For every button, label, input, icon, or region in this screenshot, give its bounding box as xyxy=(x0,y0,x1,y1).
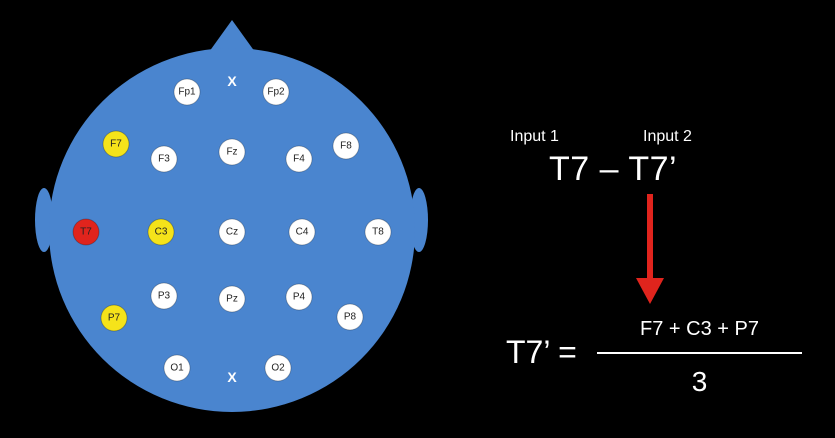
left-ear xyxy=(35,188,53,252)
electrode-dot xyxy=(285,283,313,311)
electrode-o1: O1 xyxy=(163,354,191,382)
electrode-f7: F7 xyxy=(102,130,130,158)
electrode-dot xyxy=(262,78,290,106)
electrode-dot xyxy=(218,285,246,313)
electrode-label: F4 xyxy=(293,154,305,165)
electrode-t8: T8 xyxy=(364,218,392,246)
electrode-p8: P8 xyxy=(336,303,364,331)
electrode-fp1: Fp1 xyxy=(173,78,201,106)
electrode-p7: P7 xyxy=(100,304,128,332)
electrode-label: C3 xyxy=(155,227,168,238)
electrode-label: Fz xyxy=(226,147,237,158)
electrode-label: T8 xyxy=(372,227,384,238)
nose xyxy=(209,20,255,52)
electrode-label: F7 xyxy=(110,139,122,150)
down-arrow-icon xyxy=(636,194,664,304)
fraction-denominator: 3 xyxy=(691,366,708,397)
electrode-dot xyxy=(102,130,130,158)
electrode-dot xyxy=(336,303,364,331)
input-1-label: Input 1 xyxy=(510,128,559,145)
electrode-dot xyxy=(264,354,292,382)
electrode-fz: Fz xyxy=(218,138,246,166)
electrode-label: T7 xyxy=(80,227,92,238)
electrode-label: P8 xyxy=(344,312,357,323)
nasion-marker: X xyxy=(227,73,237,89)
electrode-f4: F4 xyxy=(285,145,313,173)
electrode-label: C4 xyxy=(296,227,309,238)
electrode-dot xyxy=(163,354,191,382)
electrode-dot xyxy=(285,145,313,173)
electrode-cz: Cz xyxy=(218,218,246,246)
electrode-dot xyxy=(150,145,178,173)
electrode-dot xyxy=(364,218,392,246)
fraction-bar xyxy=(597,352,802,354)
electrode-c4: C4 xyxy=(288,218,316,246)
electrode-dot xyxy=(72,218,100,246)
electrode-label: Fp2 xyxy=(267,87,285,98)
electrode-label: P7 xyxy=(108,313,121,324)
electrode-f3: F3 xyxy=(150,145,178,173)
electrode-o2: O2 xyxy=(264,354,292,382)
electrode-f8: F8 xyxy=(332,132,360,160)
electrode-t7: T7 xyxy=(72,218,100,246)
electrode-label: O1 xyxy=(170,363,184,374)
electrode-c3: C3 xyxy=(147,218,175,246)
fraction-numerator: F7 + C3 + P7 xyxy=(640,318,759,340)
electrode-dot xyxy=(100,304,128,332)
electrode-label: P3 xyxy=(158,291,171,302)
inion-marker: X xyxy=(227,369,237,385)
electrode-label: Cz xyxy=(226,227,238,238)
electrode-dot xyxy=(218,218,246,246)
electrode-label: O2 xyxy=(271,363,285,374)
electrode-dot xyxy=(288,218,316,246)
input-2-label: Input 2 xyxy=(643,128,692,145)
electrode-p3: P3 xyxy=(150,282,178,310)
difference-expression: T7 – T7’ xyxy=(549,150,678,188)
equation-lhs: T7’ = xyxy=(506,334,577,370)
electrode-label: Fp1 xyxy=(178,87,196,98)
electrode-dot xyxy=(332,132,360,160)
electrode-dot xyxy=(218,138,246,166)
electrode-label: P4 xyxy=(293,292,306,303)
electrode-p4: P4 xyxy=(285,283,313,311)
electrode-label: Pz xyxy=(226,294,238,305)
electrode-dot xyxy=(150,282,178,310)
electrode-fp2: Fp2 xyxy=(262,78,290,106)
electrode-dot xyxy=(173,78,201,106)
electrode-label: F8 xyxy=(340,141,352,152)
electrode-pz: Pz xyxy=(218,285,246,313)
electrode-label: F3 xyxy=(158,154,170,165)
electrode-dot xyxy=(147,218,175,246)
